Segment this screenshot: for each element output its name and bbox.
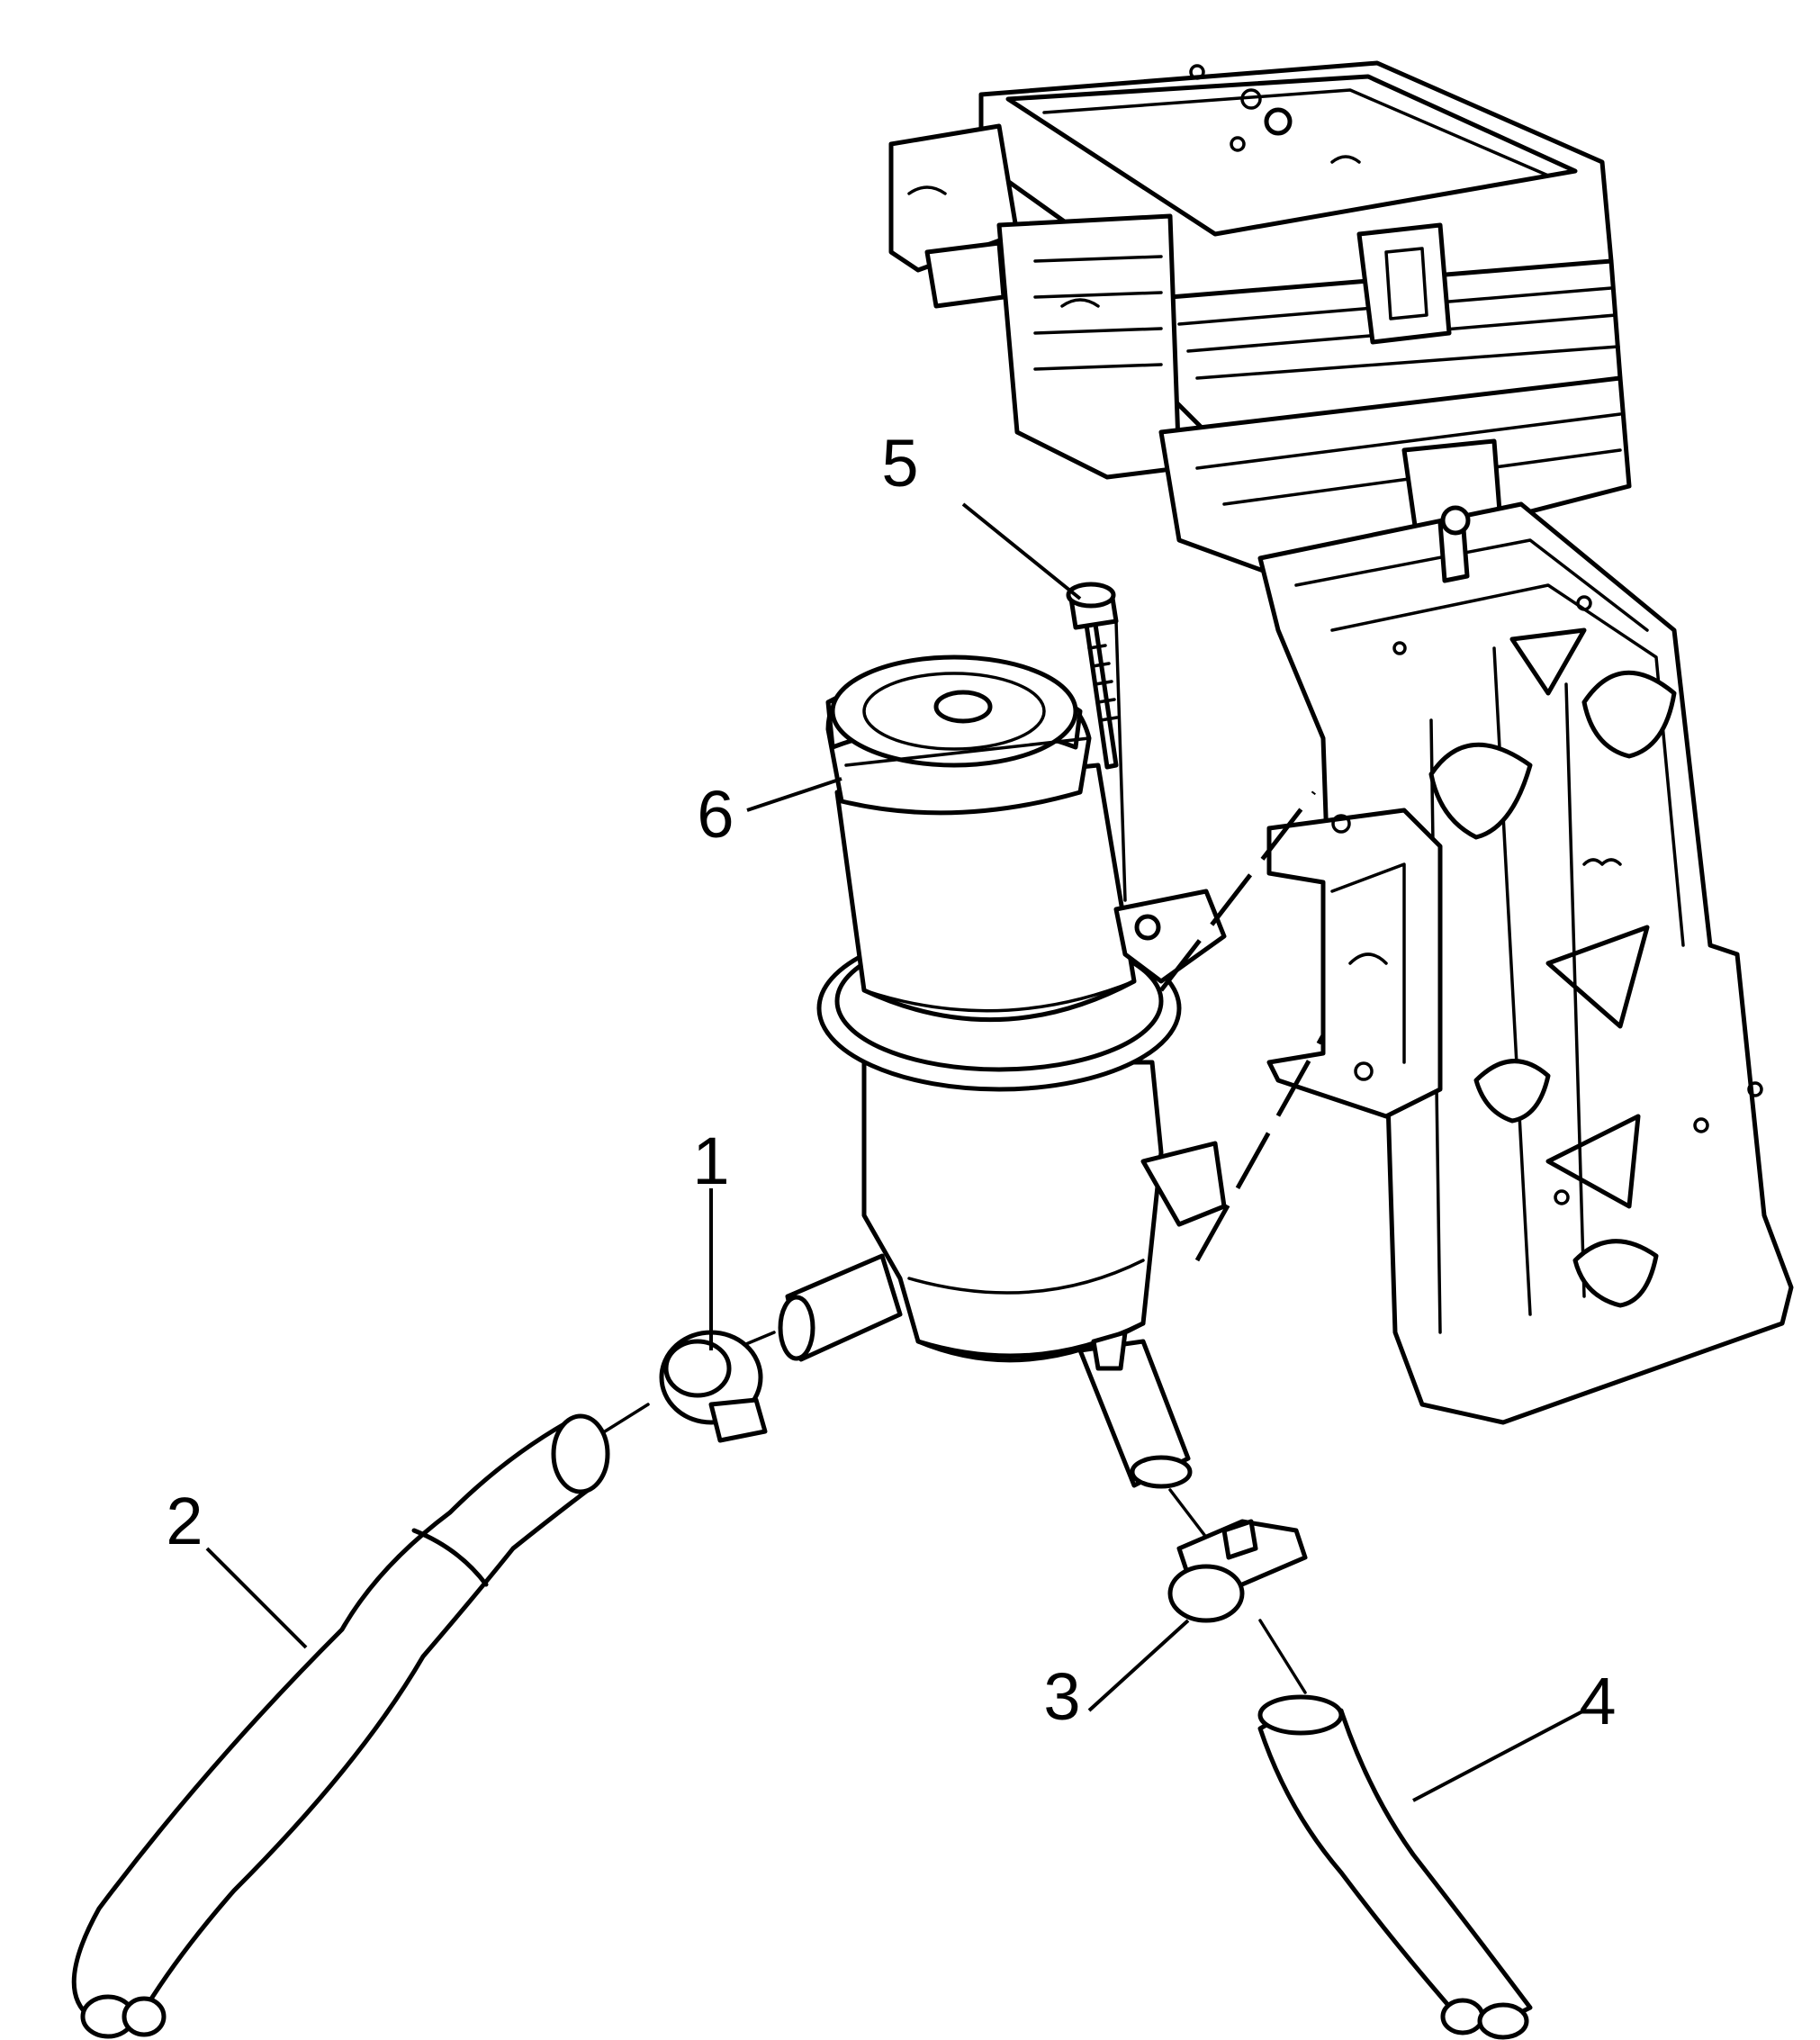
callout-labels: 1 2 3 4 5 6 xyxy=(166,426,1616,1738)
callout-6: 6 xyxy=(697,777,734,852)
callout-5: 5 xyxy=(881,426,918,501)
callout-2: 2 xyxy=(166,1484,203,1558)
callout-4: 4 xyxy=(1579,1664,1616,1738)
module-bracket-assembly xyxy=(888,60,1794,1425)
hose-4 xyxy=(1257,1694,1533,2040)
clamp-3 xyxy=(1167,1519,1308,1623)
leader-lines xyxy=(205,502,1585,1802)
clamp-1 xyxy=(659,1330,768,1443)
bolt xyxy=(1066,582,1119,770)
callout-3: 3 xyxy=(1043,1659,1080,1734)
reservoir xyxy=(778,654,1227,1489)
hose-2 xyxy=(71,1413,610,2039)
callout-1: 1 xyxy=(692,1124,729,1198)
